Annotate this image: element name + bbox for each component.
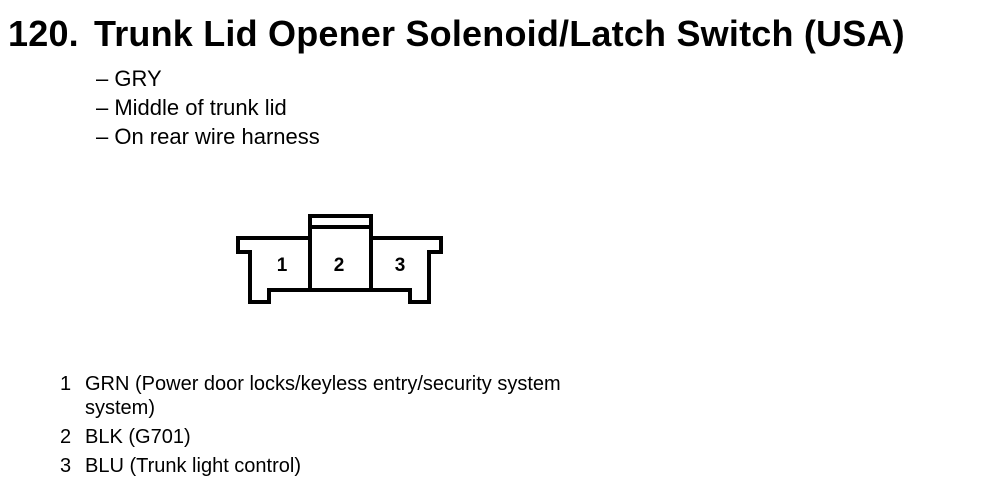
pin-list: 1 GRN (Power door locks/keyless entry/se…: [60, 370, 561, 481]
title-number: 120.: [8, 13, 79, 54]
page-title: 120. Trunk Lid Opener Solenoid/Latch Swit…: [8, 13, 905, 55]
pin-number: 3: [60, 455, 72, 477]
pin-label-1: 1: [277, 255, 288, 276]
pin-row-1: 1 GRN (Power door locks/keyless entry/se…: [60, 370, 561, 423]
pin-description: BLU (Trunk light control): [85, 455, 301, 477]
pin-number: 2: [60, 426, 72, 448]
connector-notes: – GRY – Middle of trunk lid – On rear wi…: [96, 64, 320, 151]
connector-body-outline: [236, 214, 443, 304]
note-color: – GRY: [96, 66, 162, 91]
title-text: Trunk Lid Opener Solenoid/Latch Switch (…: [94, 13, 905, 54]
pin-label-2: 2: [334, 255, 345, 276]
pin-label-3: 3: [395, 255, 406, 276]
note-harness: – On rear wire harness: [96, 124, 320, 149]
pin-description: BLK (G701): [85, 426, 191, 448]
pin-row-2: 2 BLK (G701): [60, 423, 561, 452]
pin-number: 1: [60, 373, 72, 395]
pin-row-3: 3 BLU (Trunk light control): [60, 452, 561, 481]
note-location: – Middle of trunk lid: [96, 95, 287, 120]
pin-description: GRN (Power door locks/keyless entry/secu…: [85, 373, 561, 419]
